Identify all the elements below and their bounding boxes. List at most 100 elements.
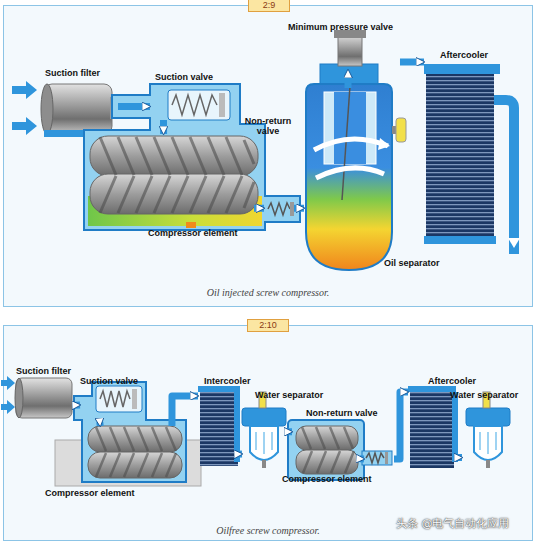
component: Compressor element — [45, 426, 183, 498]
compressor-housing — [296, 426, 358, 450]
aftercooler-symbol — [424, 64, 500, 74]
minimum-pressure-valve-symbol — [334, 30, 366, 66]
non-return-valve-symbol — [362, 451, 392, 465]
non-return-valve-symbol — [268, 203, 290, 215]
screw-rotors — [100, 137, 254, 175]
oil-separator-vessel — [306, 64, 406, 270]
pipe-connector — [118, 103, 150, 110]
component: Non-return valve — [264, 116, 294, 218]
component-label: Suction valve — [155, 72, 235, 82]
component-label: Non-return valve — [238, 116, 298, 136]
intercooler-symbol — [198, 386, 240, 466]
compressor-housing — [302, 427, 353, 449]
suction-valve-symbol — [219, 93, 225, 117]
non-return-valve-symbol — [268, 202, 294, 216]
screw-rotors — [100, 176, 254, 213]
component: Intercooler — [198, 376, 236, 468]
aftercooler-symbol — [424, 236, 496, 244]
intercooler-symbol — [200, 390, 238, 466]
suction-valve-symbol — [172, 95, 217, 115]
suction-valve-symbol — [96, 386, 142, 412]
compressor-housing — [303, 451, 354, 473]
oil-separator-vessel — [396, 118, 406, 142]
non-return-valve-symbol — [385, 452, 388, 464]
suction-valve-symbol — [132, 389, 137, 409]
screw-rotors — [88, 452, 182, 478]
component: Suction valve — [80, 376, 146, 422]
oil-separator-vessel — [334, 92, 366, 164]
intercooler-symbol — [234, 392, 240, 462]
pipe-connector — [345, 70, 352, 88]
oil-separator-vessel — [314, 139, 388, 178]
component-label: Suction filter — [45, 68, 123, 78]
component-label: Oil separator — [384, 258, 454, 268]
suction-filter-symbol — [44, 84, 112, 134]
component-label: Compressor element — [148, 228, 248, 238]
component: Suction filter — [40, 68, 118, 138]
figure-panel: 2:9Oil injected screw compressor.Suction… — [4, 6, 532, 306]
suction-filter-symbol — [41, 84, 53, 134]
non-return-valve-symbol — [290, 202, 294, 216]
component-label: Suction valve — [80, 376, 150, 386]
oil-separator-vessel — [342, 86, 350, 200]
component: Non-return valve — [364, 408, 394, 468]
pipe-connector — [360, 455, 364, 462]
figure-panel: 2:10Oilfree screw compressor.Suction fil… — [4, 326, 532, 540]
component: Aftercooler — [424, 48, 514, 242]
suction-filter-symbol — [15, 378, 23, 418]
screw-rotors — [88, 426, 182, 478]
aftercooler-symbol — [408, 386, 456, 392]
compressor-housing — [288, 420, 364, 480]
aftercooler-symbol — [508, 238, 520, 248]
component-label: Compressor element — [282, 474, 382, 484]
component: Compressor element — [84, 134, 254, 240]
suction-valve-symbol — [168, 90, 230, 120]
screw-rotors — [90, 136, 258, 176]
component: Oil separator — [304, 88, 392, 272]
figure-caption: Oil injected screw compressor. — [4, 287, 532, 299]
figure-tag: 2:10 — [247, 319, 289, 332]
component-label: Water separator — [450, 390, 522, 400]
component-label: Suction filter — [16, 366, 86, 376]
component-label: Aftercooler — [440, 50, 510, 60]
component-label: Intercooler — [204, 376, 264, 386]
water-separator-symbol — [256, 432, 272, 454]
oil-separator-vessel — [306, 84, 392, 270]
oil-separator-vessel — [378, 138, 390, 150]
pipe-connector — [160, 120, 167, 134]
screw-rotors — [90, 174, 258, 214]
suction-valve-symbol — [100, 391, 130, 407]
component: Water separator — [242, 390, 286, 466]
compressor-housing — [288, 420, 364, 480]
component-label: Aftercooler — [428, 376, 488, 386]
component-label: Compressor element — [45, 488, 145, 498]
non-return-valve-symbol — [362, 451, 392, 465]
screw-rotors — [96, 453, 176, 477]
compressor-housing — [186, 222, 196, 228]
water-separator-symbol — [262, 460, 266, 468]
component: Suction valve — [150, 70, 240, 120]
suction-filter-symbol — [16, 378, 72, 418]
component-label: Minimum pressure valve — [288, 22, 418, 32]
intercooler-symbol — [198, 386, 240, 392]
oil-separator-vessel — [320, 64, 378, 86]
suction-valve-symbol — [168, 90, 230, 120]
pipe-connector — [254, 205, 264, 212]
screw-rotors — [88, 426, 182, 452]
water-separator-symbol — [242, 408, 286, 426]
aftercooler-symbol — [426, 72, 494, 240]
component-label: Water separator — [255, 390, 325, 400]
component-label: Non-return valve — [306, 408, 396, 418]
non-return-valve-symbol — [366, 453, 384, 463]
screw-rotors — [96, 427, 176, 451]
component: Minimum pressure valve — [300, 20, 400, 70]
figure-tag: 2:9 — [248, 0, 290, 12]
component: Suction filter — [12, 366, 74, 422]
minimum-pressure-valve-symbol — [338, 34, 362, 66]
pipe-connector — [96, 422, 103, 426]
water-separator-symbol — [250, 426, 278, 460]
screw-rotors — [90, 136, 258, 214]
compressor-housing — [296, 450, 358, 474]
